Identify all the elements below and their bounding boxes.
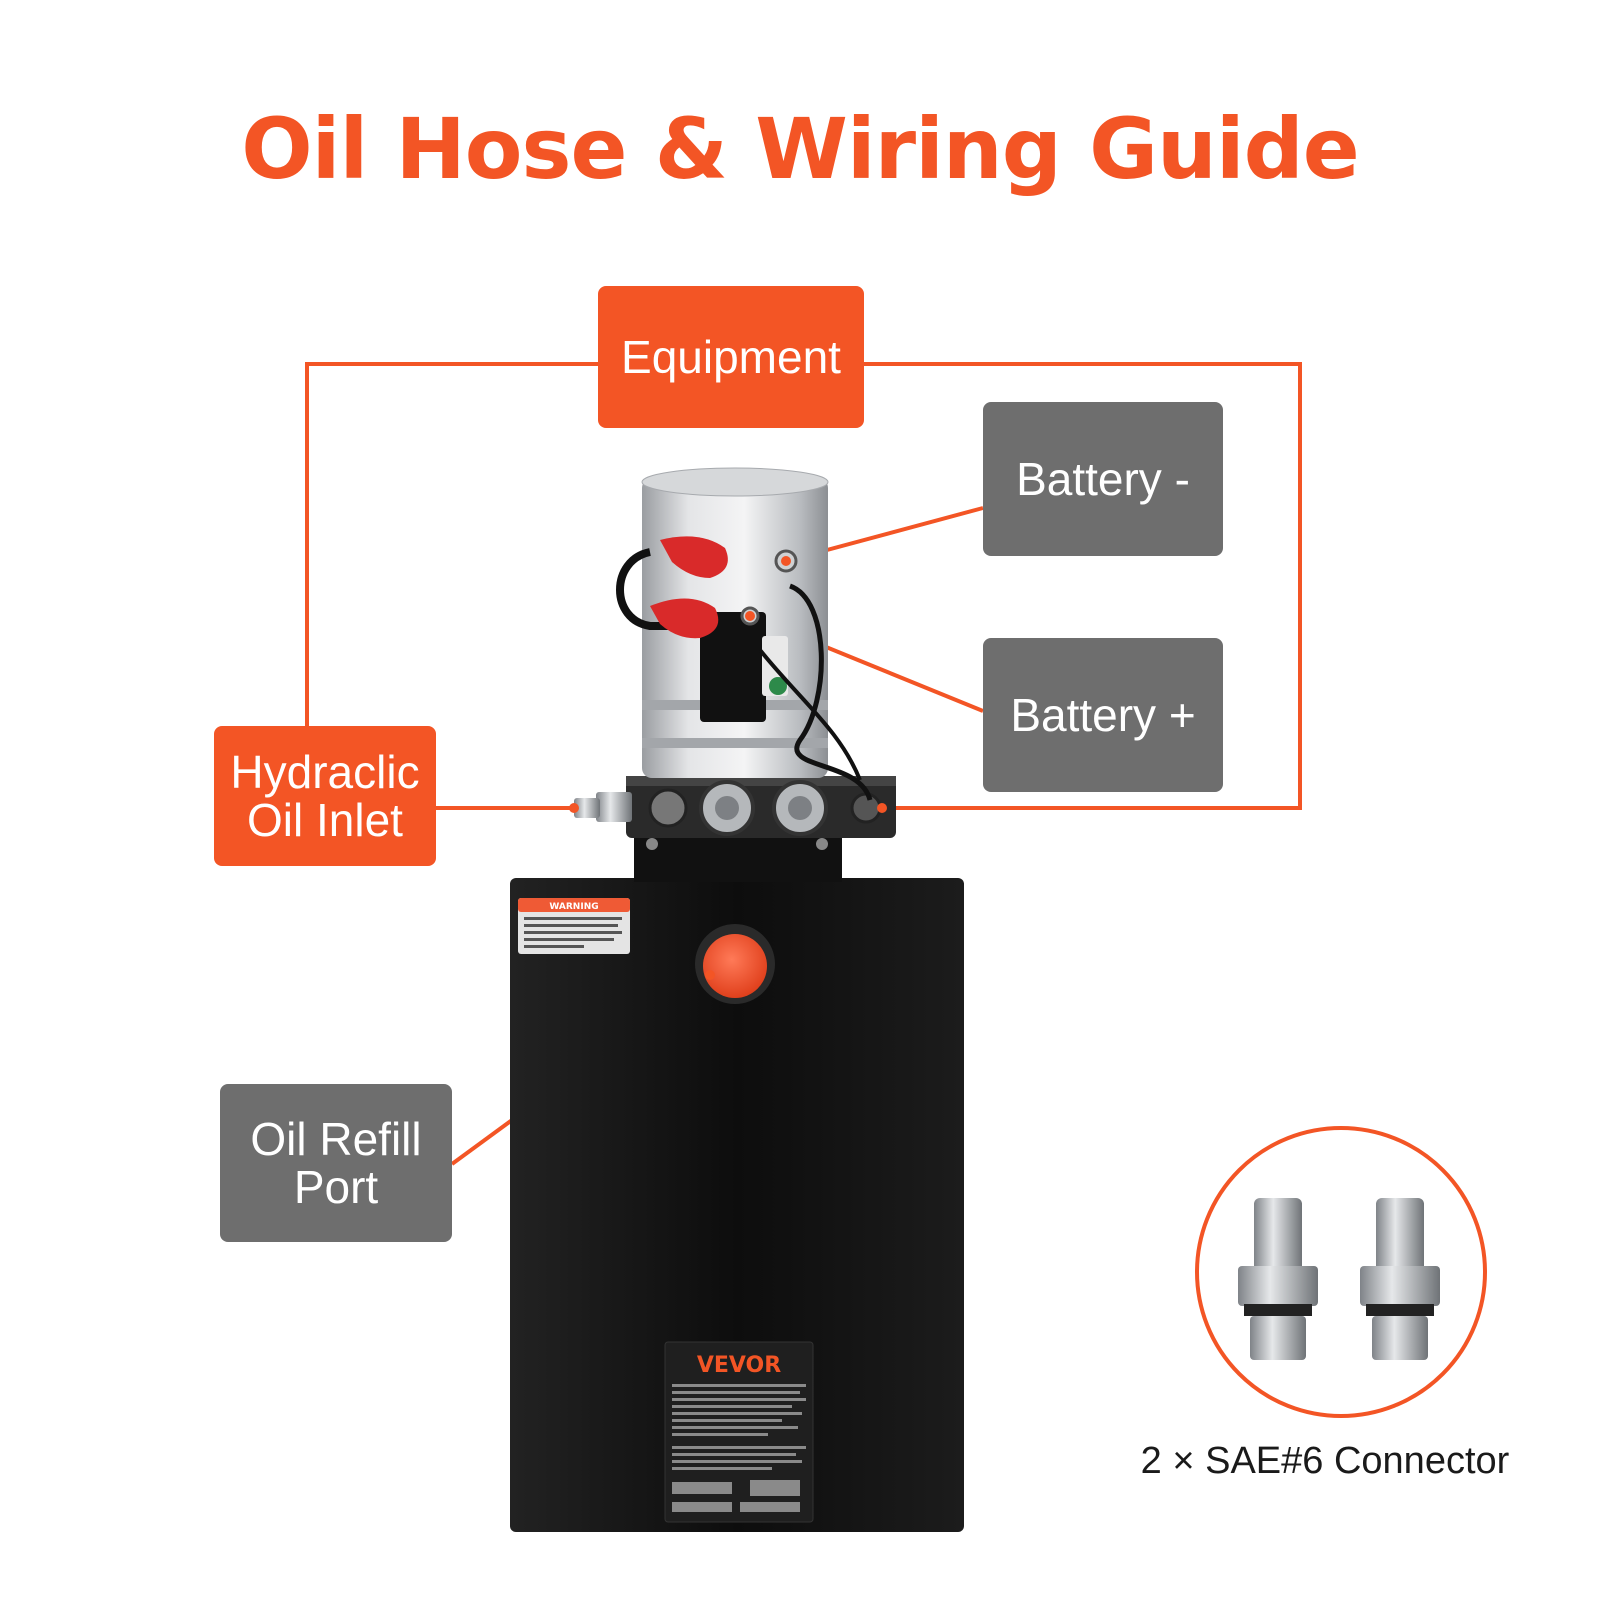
oil-refill-label-line2: Port bbox=[293, 1161, 379, 1213]
oil-tank: WARNING VEVOR bbox=[510, 878, 964, 1532]
connector-caption: 2 × SAE#6 Connector bbox=[1140, 1440, 1510, 1482]
oil-inlet-label-line1: Hydraclic bbox=[230, 745, 420, 798]
battery-positive-label-text: Battery + bbox=[1010, 688, 1196, 741]
electric-motor bbox=[616, 467, 873, 801]
battery-negative-label-text: Battery - bbox=[1016, 452, 1190, 505]
pump-manifold bbox=[569, 776, 896, 882]
connector-circle bbox=[1195, 1126, 1487, 1418]
equipment-label-text: Equipment bbox=[621, 330, 841, 383]
page-title: Oil Hose & Wiring Guide bbox=[241, 100, 1359, 198]
warning-sticker-title: WARNING bbox=[549, 902, 598, 912]
sae-connector-icon bbox=[1238, 1198, 1318, 1360]
battery-positive-label: Battery + bbox=[983, 638, 1223, 792]
oil-inlet-label-line2: Oil Inlet bbox=[247, 794, 403, 846]
oil-refill-cap bbox=[695, 924, 775, 1004]
battery-negative-label: Battery - bbox=[983, 402, 1223, 556]
equipment-label: Equipment bbox=[598, 286, 864, 428]
tank-nameplate: VEVOR bbox=[664, 1341, 814, 1523]
oil-refill-label-line1: Oil Refill bbox=[250, 1112, 422, 1165]
sae-connector-icon bbox=[1360, 1198, 1440, 1360]
oil-refill-port-label: Oil Refill Port bbox=[220, 1084, 452, 1242]
vevor-logo: VEVOR bbox=[697, 1353, 781, 1378]
oil-inlet-label: Hydraclic Oil Inlet bbox=[214, 726, 436, 866]
